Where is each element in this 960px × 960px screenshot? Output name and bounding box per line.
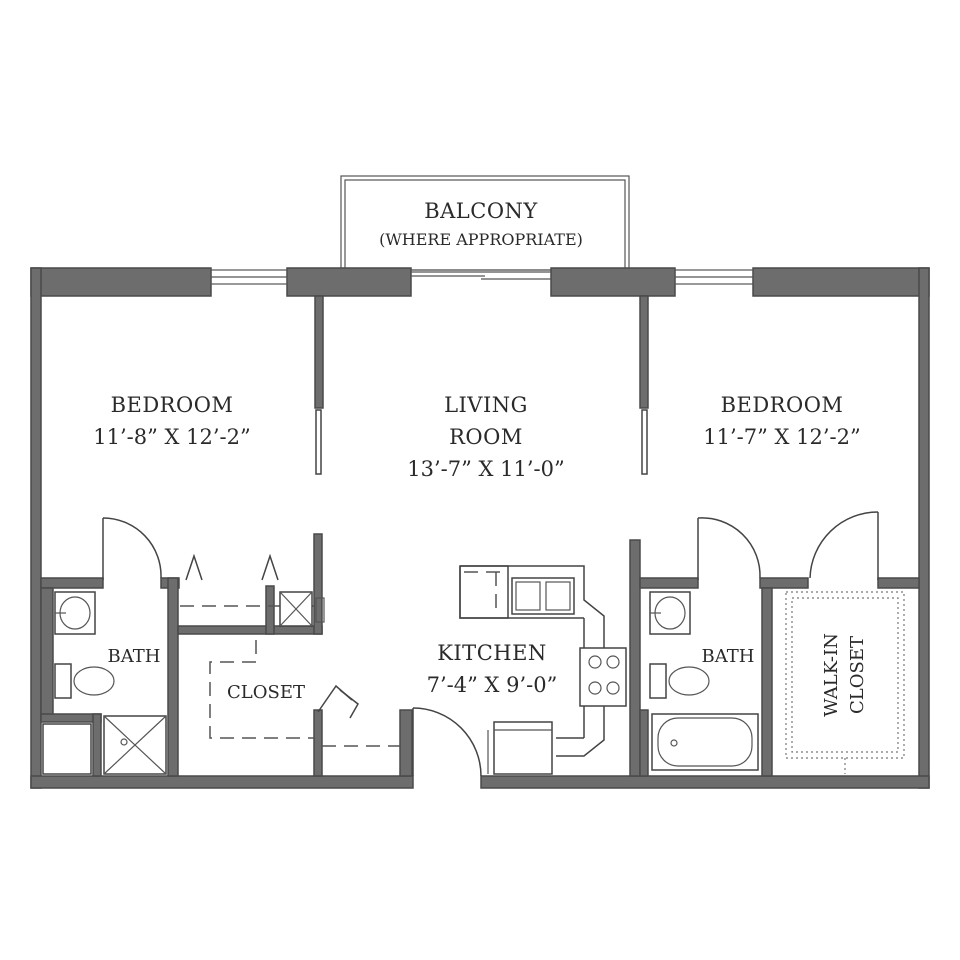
bath-right-fixtures	[649, 591, 759, 771]
walk-in-closet-label-2: CLOSET	[847, 636, 868, 714]
bath-left-label: BATH	[108, 646, 161, 667]
exterior-walls	[30, 267, 930, 789]
bedroom-right-dims: 11’-7” X 12’-2”	[703, 425, 860, 449]
kitchen-dims: 7’-4” X 9’-0”	[427, 673, 558, 697]
window-right	[674, 269, 754, 285]
living-room-label-1: LIVING	[444, 393, 528, 417]
window-left	[210, 269, 288, 285]
walk-in-closet-label-1: WALK-IN	[821, 633, 842, 717]
sliding-door	[411, 271, 551, 280]
kitchen-label: KITCHEN	[437, 641, 547, 665]
living-room-label-2: ROOM	[449, 425, 523, 449]
labels: BALCONY (WHERE APPROPRIATE) BEDROOM 11’-…	[93, 199, 868, 717]
bedroom-left-dims: 11’-8” X 12’-2”	[93, 425, 250, 449]
closet-label: CLOSET	[227, 682, 305, 703]
bath-left-fixtures	[42, 591, 167, 775]
interior-walls	[40, 295, 920, 777]
closet-shelves	[180, 591, 400, 747]
bath-right-label: BATH	[702, 646, 755, 667]
walk-in-shelves	[785, 591, 905, 774]
balcony	[340, 175, 630, 271]
bedroom-left-label: BEDROOM	[111, 393, 234, 417]
kitchen-fixtures	[459, 565, 627, 775]
balcony-note: (WHERE APPROPRIATE)	[379, 230, 583, 249]
bedroom-right-label: BEDROOM	[721, 393, 844, 417]
living-room-dims: 13’-7” X 11’-0”	[407, 457, 564, 481]
doors	[102, 511, 879, 777]
balcony-label: BALCONY	[424, 199, 538, 223]
